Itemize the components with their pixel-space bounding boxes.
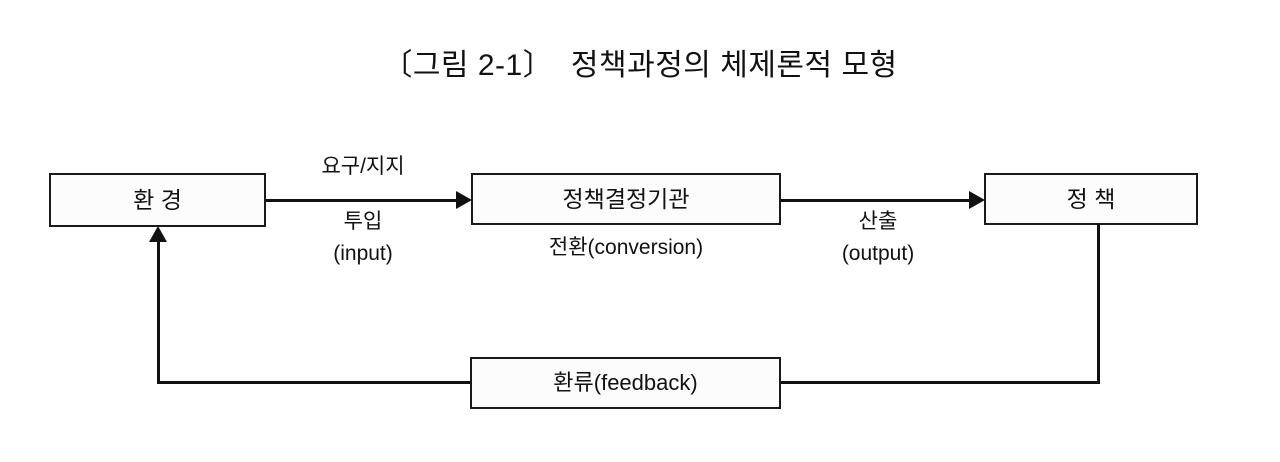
- connector-feedback-bottom-right: [781, 381, 1100, 384]
- arrowhead-input-icon: [456, 191, 472, 209]
- connector-feedback-up: [157, 238, 160, 383]
- label-demand-support: 요구/지지: [321, 155, 405, 178]
- connector-output-shaft: [781, 199, 973, 202]
- node-policy: 정 책: [984, 173, 1198, 225]
- node-environment: 환 경: [49, 173, 266, 227]
- label-conversion: 전환(conversion): [548, 236, 704, 259]
- node-decision-body: 정책결정기관: [471, 173, 781, 225]
- label-input-en: (input): [333, 242, 393, 265]
- connector-feedback-down: [1097, 224, 1100, 383]
- node-feedback: 환류(feedback): [470, 357, 781, 409]
- label-input-ko: 투입: [343, 210, 383, 233]
- arrowhead-output-icon: [969, 191, 985, 209]
- connector-feedback-bottom-left: [157, 381, 471, 384]
- connector-input-shaft: [266, 199, 460, 202]
- figure-title: 〔그림 2-1〕 정책과정의 체제론적 모형: [382, 49, 898, 82]
- arrowhead-feedback-icon: [149, 226, 167, 242]
- label-output-ko: 산출: [858, 210, 898, 233]
- label-output-en: (output): [841, 242, 915, 265]
